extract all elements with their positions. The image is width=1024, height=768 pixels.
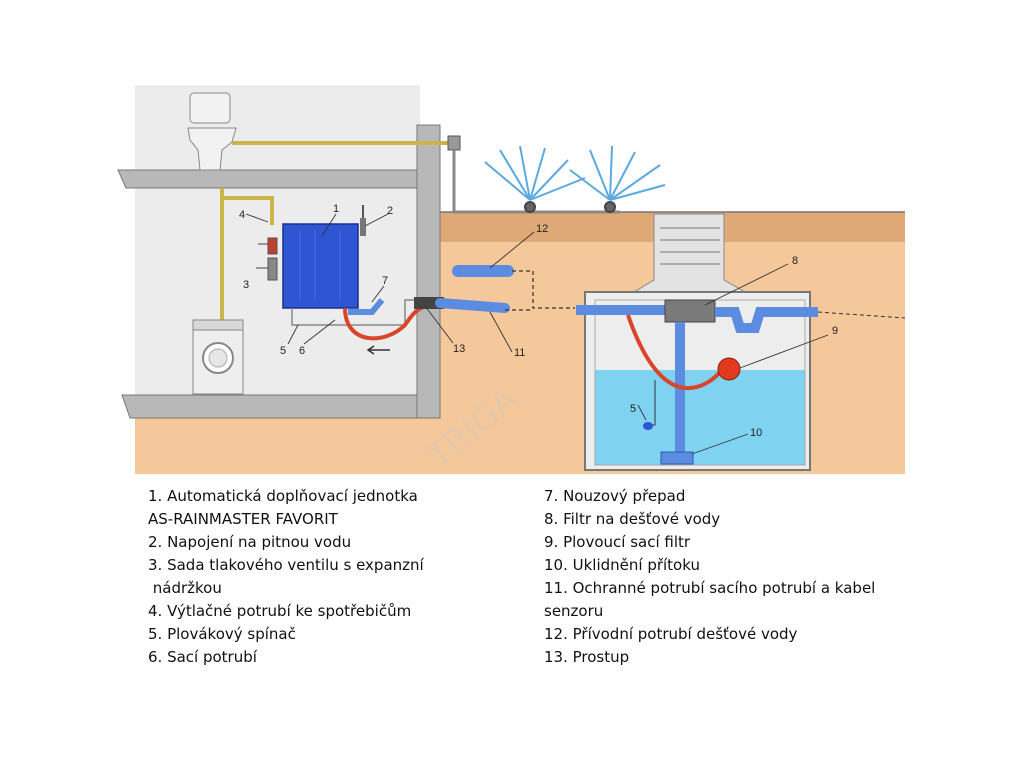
- callout-7: 7: [382, 275, 388, 287]
- emergency-overflow-pipe: [715, 307, 818, 333]
- legend-item-4: 4. Výtlačné potrubí ke spotřebičům: [148, 602, 412, 620]
- leader-lines: [245, 213, 829, 455]
- float-switch-icon: [643, 422, 653, 430]
- shaft-rings: [660, 227, 720, 265]
- upper-floor-slab: [117, 169, 441, 189]
- legend-item-10: 10. Uklidnění přítoku: [544, 556, 700, 574]
- legend-item-13: 13. Prostup: [544, 648, 630, 666]
- legend-right-column: 7. Nouzový přepad 8. Filtr na dešťové vo…: [544, 485, 875, 669]
- flow-arrow-icon: [366, 345, 390, 355]
- legend-item-7: 7. Nouzový přepad: [544, 487, 686, 505]
- calming-inlet: [660, 451, 694, 465]
- tank-suction-hose: [626, 314, 724, 391]
- legend-item-1: 1. Automatická doplňovací jednotka: [148, 487, 418, 505]
- callout-3: 3: [243, 279, 249, 291]
- callout-12: 12: [536, 223, 548, 235]
- rainwater-system-diagram: TRIGA 1 2 3 4 5 6 7 8 9 10 11 12 13 5: [117, 85, 906, 478]
- callout-8: 8: [792, 255, 798, 267]
- dashed-pipe-continuation: [817, 311, 906, 319]
- legend-item-12: 12. Přívodní potrubí dešťové vody: [544, 625, 798, 643]
- callout-9: 9: [832, 325, 838, 337]
- legend-item-1-cont: AS-RAINMASTER FAVORIT: [148, 510, 338, 528]
- callout-4: 4: [239, 209, 245, 221]
- potable-water-riser: [220, 188, 274, 320]
- legend-left-column: 1. Automatická doplňovací jednotka AS-RA…: [148, 485, 424, 669]
- unit-detail: [299, 230, 341, 300]
- callout-5: 5: [280, 345, 286, 357]
- legend-item-3: 3. Sada tlakového ventilu s expanzní: [148, 556, 424, 574]
- callout-6: 6: [299, 345, 305, 357]
- legend-item-3-cont: nádržkou: [148, 579, 222, 597]
- callout-5-tank: 5: [630, 403, 636, 415]
- potable-connection-icon: [360, 205, 366, 236]
- sprinkler-icon: [484, 145, 666, 213]
- callout-2: 2: [387, 205, 393, 217]
- toilet-icon: [187, 92, 237, 171]
- rainmaster-unit: [282, 223, 359, 309]
- protective-pipe: [435, 298, 510, 313]
- callout-13: 13: [453, 343, 465, 355]
- inflow-dashed: [512, 270, 575, 309]
- outdoor-valve-icon: [447, 135, 461, 214]
- legend-item-11: 11. Ochranné potrubí sacího potrubí a ka…: [544, 579, 876, 597]
- exterior-wall: [416, 124, 441, 419]
- basement-floor-slab: [121, 394, 441, 419]
- floating-filter: [717, 357, 741, 381]
- legend-item-6: 6. Sací potrubí: [148, 648, 257, 666]
- pressure-valve-icon: [267, 237, 278, 281]
- callout-10: 10: [750, 427, 762, 439]
- legend-item-9: 9. Plovoucí sací filtr: [544, 533, 691, 551]
- washing-machine-icon: [192, 319, 244, 395]
- legend-item-8: 8. Filtr na dešťové vody: [544, 510, 721, 528]
- legend-item-2: 2. Napojení na pitnou vodu: [148, 533, 352, 551]
- callout-11: 11: [514, 347, 525, 359]
- suction-hose: [343, 303, 431, 341]
- legend-item-5: 5. Plovákový spínač: [148, 625, 296, 643]
- legend-item-11-cont: senzoru: [544, 602, 604, 620]
- overflow-pipe: [348, 298, 385, 315]
- callout-1: 1: [333, 203, 339, 215]
